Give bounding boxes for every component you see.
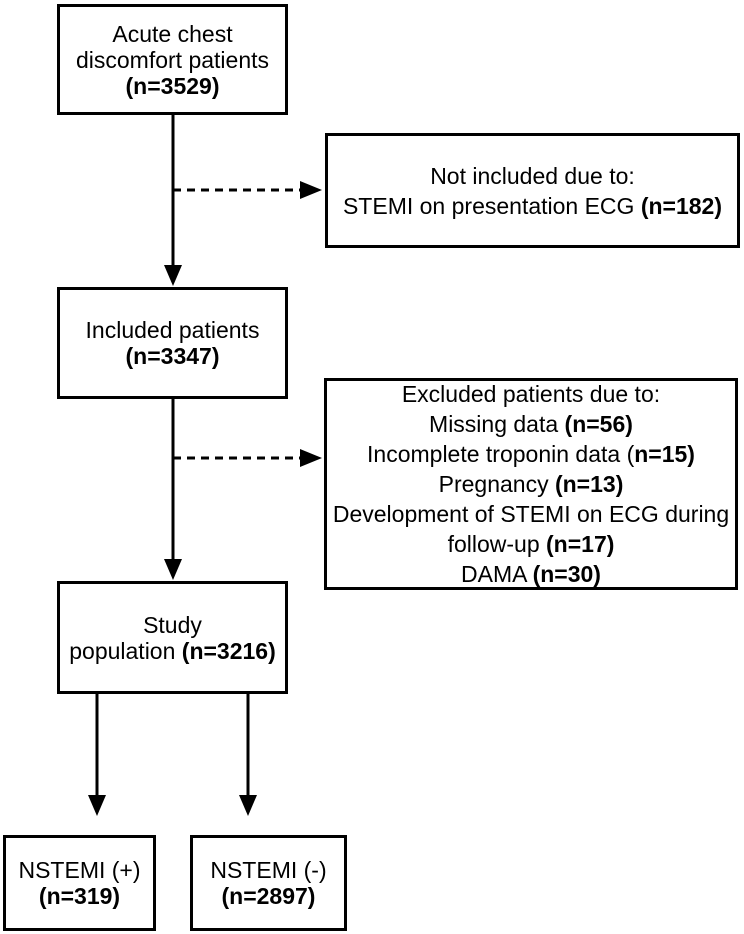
text-line: NSTEMI (+) bbox=[18, 857, 140, 883]
count-text: (n=56) bbox=[564, 411, 633, 437]
label-text: Acute chest bbox=[112, 20, 233, 47]
text-line: NSTEMI (-) bbox=[210, 857, 326, 883]
text-line: Not included due to: bbox=[343, 161, 722, 191]
text-line: (n=3347) bbox=[86, 343, 260, 369]
text-line: DAMA (n=30) bbox=[333, 559, 729, 589]
box-text: Excluded patients due to:Missing data (n… bbox=[333, 379, 729, 589]
label-text: Pregnancy bbox=[438, 471, 555, 497]
arrow-acute-to-included bbox=[164, 115, 182, 286]
count-text: (n=3216) bbox=[181, 637, 276, 664]
box-excluded-patients: Excluded patients due to:Missing data (n… bbox=[324, 378, 738, 590]
count-text: (n=3529) bbox=[125, 72, 220, 99]
label-text: Missing data bbox=[429, 411, 565, 437]
label-text: follow-up bbox=[447, 531, 547, 557]
label-text: discomfort patients bbox=[75, 46, 270, 73]
dashed-arrow-to-excluded bbox=[173, 449, 322, 467]
label-text: NSTEMI (+) bbox=[18, 857, 141, 883]
box-text: Not included due to:STEMI on presentatio… bbox=[343, 161, 722, 221]
label-text: Excluded patients due to: bbox=[401, 381, 661, 407]
label-text: population bbox=[69, 637, 182, 664]
label-text: DAMA bbox=[461, 561, 533, 587]
box-included-patients: Included patients(n=3347) bbox=[57, 287, 288, 399]
box-nstemi-positive: NSTEMI (+)(n=319) bbox=[3, 835, 156, 931]
label-text: Study bbox=[143, 611, 202, 638]
text-line: Missing data (n=56) bbox=[333, 409, 729, 439]
count-text: (n=2897) bbox=[221, 883, 316, 909]
box-nstemi-negative: NSTEMI (-)(n=2897) bbox=[190, 835, 347, 931]
label-text: Not included due to: bbox=[430, 162, 635, 189]
box-not-included: Not included due to:STEMI on presentatio… bbox=[325, 133, 740, 248]
box-text: Included patients(n=3347) bbox=[86, 317, 260, 369]
label-text: NSTEMI (-) bbox=[210, 857, 327, 883]
count-text: (n=319) bbox=[38, 883, 121, 909]
text-line: Development of STEMI on ECG during bbox=[333, 499, 729, 529]
text-line: STEMI on presentation ECG (n=182) bbox=[343, 191, 722, 221]
count-text: n=15) bbox=[634, 441, 695, 467]
text-line: Study bbox=[69, 612, 276, 638]
count-text: (n=13) bbox=[554, 471, 624, 497]
label-text: Incomplete troponin data ( bbox=[367, 441, 635, 467]
arrow-study-to-nstemi-negative bbox=[239, 694, 257, 816]
text-line: (n=319) bbox=[18, 883, 140, 909]
arrow-study-to-nstemi-positive bbox=[88, 694, 106, 816]
count-text: (n=3347) bbox=[125, 343, 220, 369]
box-text: NSTEMI (-)(n=2897) bbox=[210, 857, 326, 909]
label-text: Development of STEMI on ECG during bbox=[332, 501, 730, 527]
label-text: Included patients bbox=[85, 317, 260, 343]
text-line: Included patients bbox=[86, 317, 260, 343]
count-text: (n=182) bbox=[640, 192, 723, 219]
text-line: follow-up (n=17) bbox=[333, 529, 729, 559]
count-text: (n=17) bbox=[546, 531, 615, 557]
text-line: Excluded patients due to: bbox=[333, 379, 729, 409]
text-line: population (n=3216) bbox=[69, 638, 276, 664]
text-line: (n=2897) bbox=[210, 883, 326, 909]
text-line: discomfort patients bbox=[76, 47, 269, 73]
text-line: Acute chest bbox=[76, 21, 269, 47]
label-text: STEMI on presentation ECG bbox=[342, 192, 641, 219]
text-line: Pregnancy (n=13) bbox=[333, 469, 729, 499]
text-line: Incomplete troponin data (n=15) bbox=[333, 439, 729, 469]
text-line: (n=3529) bbox=[76, 73, 269, 99]
box-text: NSTEMI (+)(n=319) bbox=[18, 857, 140, 909]
arrow-included-to-study bbox=[164, 399, 182, 580]
dashed-arrow-to-not-included bbox=[173, 181, 322, 199]
count-text: (n=30) bbox=[532, 561, 601, 587]
